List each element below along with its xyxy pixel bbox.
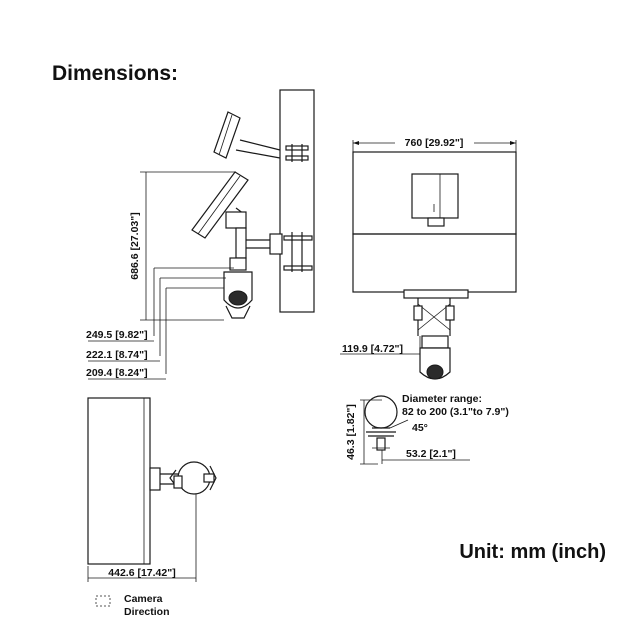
legend-camera: Camera xyxy=(124,593,163,605)
dim-clamp-height: 46.3 [1.82"] xyxy=(345,404,357,460)
mid-mount-arm xyxy=(246,232,313,272)
legend-direction: Direction xyxy=(124,606,170,618)
panel-lower xyxy=(352,233,517,293)
dim-reach-3: 209.4 [8.24"] xyxy=(86,367,148,379)
top-view-box xyxy=(87,397,151,565)
camera-direction-icon xyxy=(95,595,111,607)
clamp-angle: 45° xyxy=(412,422,428,434)
side-dimension-lines xyxy=(88,171,236,380)
side-view-drawing: 686.6 [27.03"] 249.5 [9.82"] 222.1 [8.74… xyxy=(86,89,315,380)
front-battery-box xyxy=(411,173,459,219)
upper-solar-panel xyxy=(213,111,309,162)
dim-reach-2: 222.1 [8.74"] xyxy=(86,349,148,361)
dim-panel-width: 760 [29.92"] xyxy=(405,137,464,149)
dim-bracket-width: 119.9 [4.72"] xyxy=(342,343,403,355)
dim-height: 686.6 [27.03"] xyxy=(129,212,141,279)
diameter-range: 82 to 200 (3.1"to 7.9") xyxy=(402,406,509,418)
side-camera xyxy=(223,257,253,319)
unit-note: Unit: mm (inch) xyxy=(459,541,606,563)
front-view-drawing: 760 [29.92"] 119.9 [4.72"] xyxy=(340,137,517,380)
diameter-title: Diameter range: xyxy=(402,393,482,405)
clamp-detail: Diameter range: 82 to 200 (3.1"to 7.9") … xyxy=(345,393,509,465)
front-camera xyxy=(419,335,451,380)
dim-reach-1: 249.5 [9.82"] xyxy=(86,329,148,341)
pole xyxy=(279,89,315,313)
dim-clamp-width: 53.2 [2.1"] xyxy=(406,448,456,460)
dim-side-depth: 442.6 [17.42"] xyxy=(108,567,175,579)
lower-solar-panel xyxy=(191,171,249,259)
clamp-pipe xyxy=(364,395,398,429)
top-view-drawing: 442.6 [17.42"] Camera Direction xyxy=(87,397,217,618)
heading: Dimensions: xyxy=(52,62,178,85)
